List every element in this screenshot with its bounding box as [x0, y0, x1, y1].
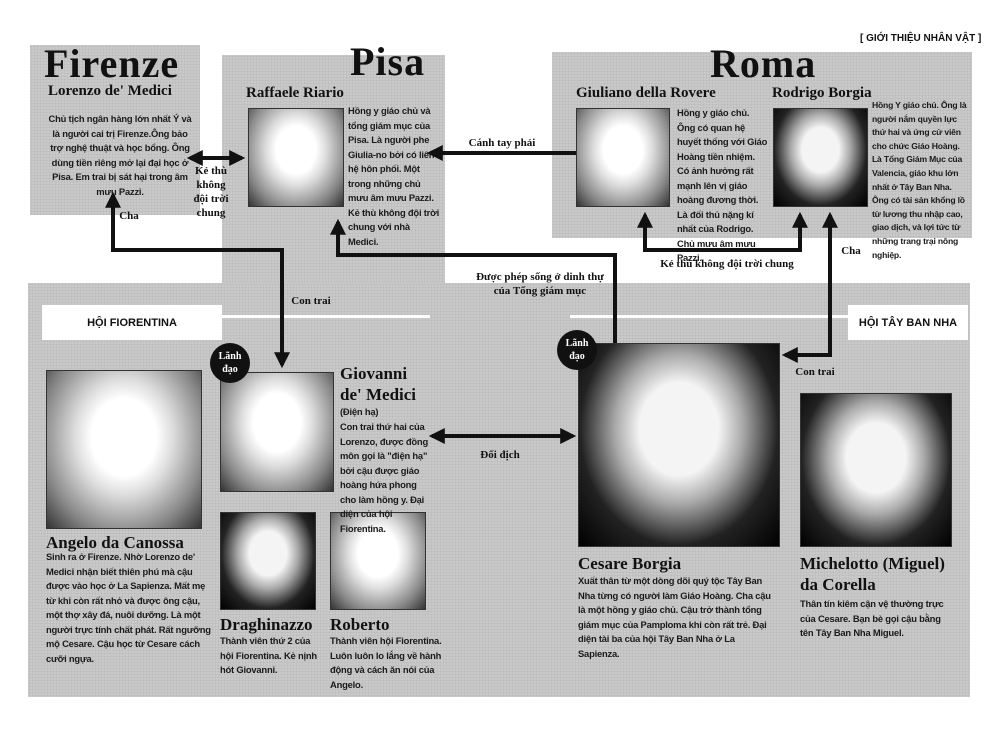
name-draghinazzo: Draghinazzo [220, 615, 313, 634]
name-lorenzo: Lorenzo de' Medici [48, 83, 172, 99]
divider [570, 315, 848, 318]
arrow-rodrigo-cesare [781, 211, 838, 363]
portrait-rodrigo [773, 108, 868, 207]
desc-michelotto: Thân tín kiêm cận vệ thường trực của Ces… [800, 598, 944, 638]
portrait-draghinazzo [220, 512, 316, 610]
firenze-panel [30, 45, 200, 215]
portrait-raffaele [248, 108, 344, 207]
label-father-lorenzo: Cha [119, 210, 139, 222]
label-lorenzo-raffaele: Kẻ thù không đội trời chung [193, 165, 229, 219]
label-giuliano-raffaele: Cánh tay phải [468, 137, 536, 149]
city-title-roma: Roma [710, 41, 817, 86]
desc-angelo: Sinh ra ở Firenze. Nhờ Lorenzo de' Medic… [46, 551, 211, 664]
title-giovanni: (Điện hạ) [340, 406, 379, 417]
label-bg [445, 238, 615, 283]
arrow-cesare-raffaele [330, 218, 617, 343]
desc-giuliano: Hồng y giáo chủ. Ông có quan hệ huyết th… [677, 107, 768, 263]
divider [222, 315, 430, 318]
name-rodrigo: Rodrigo Borgia [772, 85, 872, 101]
city-title-pisa: Pisa [350, 39, 426, 84]
arrow-giuliano-rodrigo [637, 211, 808, 252]
portrait-angelo [46, 370, 202, 529]
portrait-michelotto [800, 393, 952, 547]
label-rivals: Đối địch [480, 449, 520, 461]
page-header: [ GIỚI THIỆU NHÂN VẬT ] [860, 33, 982, 44]
label-giuliano-rodrigo: Kẻ thù không đội trời chung [660, 258, 794, 270]
name-raffaele: Raffaele Riario [246, 85, 344, 101]
leader-badge-cesare: Lãnh đạo [557, 330, 597, 370]
portrait-giuliano [576, 108, 670, 207]
name-giovanni: Giovanni de' Medici [340, 364, 417, 404]
name-roberto: Roberto [330, 615, 390, 634]
desc-lorenzo: Chủ tịch ngân hàng lớn nhất Ý và là ngườ… [48, 113, 192, 197]
desc-giovanni: Con trai thứ hai của Lorenzo, được đồng … [340, 421, 428, 534]
desc-rodrigo: Hồng Y giáo chủ. Ông là người nắm quyền … [872, 100, 967, 260]
label-son-giovanni: Con trai [291, 295, 331, 307]
portrait-roberto [330, 512, 426, 610]
portrait-giovanni [220, 372, 334, 492]
label-cesare-raffaele: Được phép sống ở dinh thự của Tổng giám … [476, 271, 604, 297]
arrow-giovanni-lorenzo [105, 191, 290, 369]
name-michelotto: Michelotto (Miguel) da Corella [800, 554, 945, 594]
name-cesare: Cesare Borgia [578, 554, 682, 573]
portrait-cesare [578, 343, 780, 547]
desc-roberto: Thành viên hội Fiorentina. Luôn luôn lo … [330, 635, 442, 690]
city-title-firenze: Firenze [44, 41, 180, 86]
label-son-cesare: Con trai [795, 366, 835, 378]
desc-draghinazzo: Thành viên thứ 2 của hội Fiorentina. Kẻ … [220, 635, 317, 675]
group-label-spain: HỘI TÂY BAN NHA [848, 305, 968, 340]
name-giuliano: Giuliano della Rovere [576, 85, 716, 101]
desc-raffaele: Hồng y giáo chủ và tổng giám mục của Pis… [348, 105, 439, 247]
desc-cesare: Xuất thân từ một dòng dõi quý tộc Tây Ba… [578, 575, 771, 659]
name-angelo: Angelo da Canossa [46, 533, 184, 552]
label-father-rodrigo: Cha [841, 245, 861, 257]
